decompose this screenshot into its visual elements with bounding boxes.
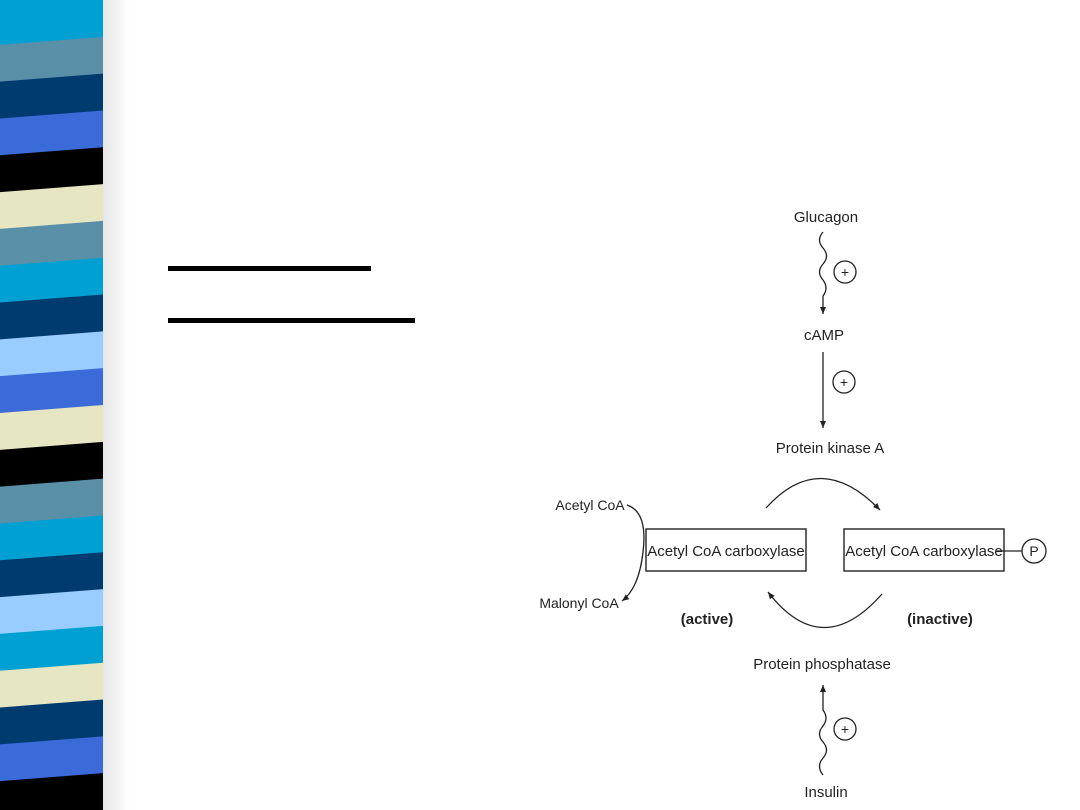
title-underline-long: [168, 318, 415, 323]
inactive-state-label: (inactive): [907, 611, 973, 628]
stripe-segment: [0, 552, 103, 599]
stripe-segment: [0, 110, 103, 157]
stripe-segment: [0, 73, 103, 120]
insulin-to-phosphatase-arrow: [818, 685, 828, 776]
insulin-label: Insulin: [804, 784, 847, 801]
stripe-segment: [0, 773, 103, 810]
svg-text:Acetyl CoA carboxylase: Acetyl CoA carboxylase: [647, 543, 805, 560]
stripe-segment: [0, 36, 103, 83]
stripe-segment: [0, 147, 103, 194]
stripe-segment: [0, 405, 103, 451]
malonyl-coa-label: Malonyl CoA: [539, 595, 619, 611]
stripe-segment: [0, 589, 103, 635]
decorative-stripe-bar: [0, 0, 130, 810]
stripe-segment: [0, 294, 103, 341]
stimulation-circle-insulin: +: [833, 717, 857, 741]
camp-label: cAMP: [804, 327, 844, 344]
stimulation-circle-camp: +: [832, 370, 856, 394]
stripe-segment: [0, 625, 103, 672]
stripe-segment: [0, 515, 103, 562]
stripe-segment: [0, 699, 103, 746]
svg-text:+: +: [841, 721, 849, 737]
svg-text:Acetyl CoA carboxylase: Acetyl CoA carboxylase: [845, 543, 1003, 560]
acetyl-coa-carboxylase-active-box: Acetyl CoA carboxylase: [645, 528, 807, 572]
phosphorylation-arrow: [765, 477, 881, 511]
stripe-segment: [0, 331, 103, 378]
glucagon-to-camp-arrow: [818, 231, 828, 314]
acetyl-coa-to-malonyl-coa-arrow: [621, 504, 645, 602]
svg-text:+: +: [840, 374, 848, 390]
stripe-segment: [0, 184, 103, 230]
title-underline-short: [168, 266, 371, 271]
protein-kinase-a-label: Protein kinase A: [776, 440, 884, 457]
stripe-segment: [0, 662, 103, 709]
stripe-shadow: [103, 0, 130, 810]
stripe-segment: [0, 257, 103, 304]
stripe-segment: [0, 478, 103, 525]
stripe-segment: [0, 368, 103, 414]
stripe-pattern: [0, 0, 103, 810]
svg-text:P: P: [1029, 543, 1038, 559]
protein-phosphatase-label: Protein phosphatase: [753, 656, 891, 673]
stimulation-circle-glucagon: +: [833, 260, 857, 284]
stripe-segment: [0, 441, 103, 488]
phosphate-circle: P: [1021, 538, 1047, 564]
svg-text:+: +: [841, 264, 849, 280]
stripe-segment: [0, 0, 103, 46]
dephosphorylation-arrow: [767, 591, 883, 629]
active-state-label: (active): [681, 611, 734, 628]
acetyl-coa-label: Acetyl CoA: [555, 497, 625, 513]
acetyl-coa-carboxylase-inactive-box: Acetyl CoA carboxylase: [843, 528, 1005, 572]
stripe-segment: [0, 736, 103, 783]
glucagon-label: Glucagon: [794, 209, 858, 226]
stripe-segment: [0, 220, 103, 267]
